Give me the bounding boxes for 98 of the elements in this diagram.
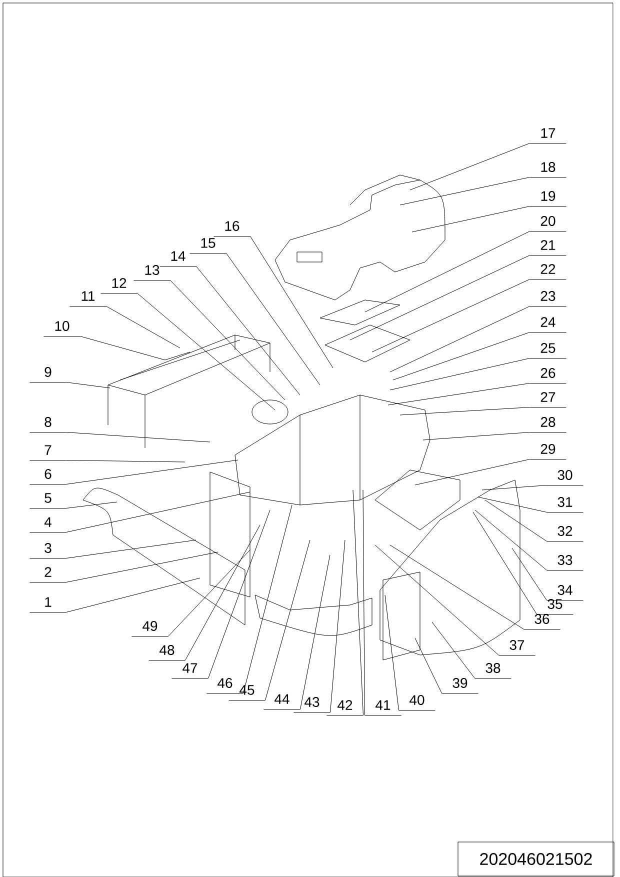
callout-number: 6 [44,469,52,479]
callout-number: 28 [540,417,556,427]
callout-number: 15 [201,238,216,248]
leader-line [30,502,118,508]
callout-number: 25 [540,343,556,353]
leader-line [482,485,584,490]
leader-line [228,540,310,700]
callout-number: 33 [558,555,572,565]
leader-line [30,460,186,462]
leader-line [422,432,566,440]
leader-line [410,143,566,190]
leader-line [474,510,584,570]
leader-line [30,460,238,484]
callout-number: 18 [541,162,556,172]
leader-line [484,500,584,542]
leader-line [30,382,110,388]
callout-number: 42 [338,700,352,710]
leader-line [190,253,320,386]
leader-line [294,540,346,712]
leader-line [372,279,566,352]
callout-number: 14 [171,251,186,261]
leader-line [30,492,250,532]
callout-number: 10 [55,321,70,331]
leader-line [512,548,584,600]
leader-line [374,544,536,656]
callout-number: 19 [541,191,556,201]
callout-number: 7 [44,445,52,455]
callout-number: 3 [44,543,52,553]
leader-line [214,236,334,368]
callout-number: 29 [540,444,556,454]
leader-line [30,552,218,582]
drawing-number: 202046021502 [458,842,614,876]
callout-number: 44 [274,694,290,704]
callout-number: 1 [45,597,52,607]
callout-number: 8 [44,417,52,427]
callout-number: 46 [218,678,232,688]
leader-line [160,266,300,396]
callout-number: 11 [82,291,95,301]
callout-number: 34 [558,585,572,595]
callout-number: 22 [540,264,556,274]
leader-line [388,383,566,406]
leader-line [172,510,270,678]
leader-line [478,496,584,512]
leader-line [134,280,286,400]
leader-line [326,490,364,716]
leader-line [384,594,436,710]
leader-line [30,578,200,612]
leader-line [350,255,566,340]
leader-line [44,336,166,360]
leader-line [472,512,574,614]
callout-number: 24 [540,317,556,327]
leader-line [432,622,512,678]
callout-number: 16 [225,221,240,231]
leader-line [206,504,292,694]
callout-number: 21 [540,240,556,250]
callout-number: 17 [541,128,556,138]
leader-line [414,638,478,694]
callout-number: 9 [44,367,52,377]
leader-line [30,432,210,442]
callout-number: 48 [160,645,174,655]
callout-number: 47 [182,663,198,673]
callout-number: 20 [540,216,556,226]
leader-line [390,306,566,372]
callout-number: 40 [410,695,424,705]
leader-line [364,231,566,312]
callout-number: 45 [240,685,254,695]
leader-line [362,490,402,716]
callout-number: 43 [304,697,320,707]
callout-number: 39 [452,678,468,688]
leader-line [400,407,566,416]
leader-line [390,544,560,630]
leader-line [148,524,260,660]
callout-number: 38 [486,663,500,673]
callout-number: 26 [540,368,556,378]
leader-line [70,306,180,348]
leader-line [30,540,196,558]
leader-line [390,358,566,390]
callout-number: 12 [112,278,126,288]
callout-number: 49 [142,621,158,631]
callout-number: 36 [534,614,550,624]
leader-line [414,459,566,486]
leader-line [392,332,566,380]
callout-number: 23 [540,291,556,301]
callout-number: 31 [558,497,572,507]
leader-line [400,177,566,206]
callout-number: 32 [558,526,572,536]
callout-number: 30 [558,470,572,480]
leader-line [412,206,566,232]
callout-number: 5 [44,493,52,503]
leader-line [100,293,276,410]
callout-number: 41 [376,700,390,710]
callout-number: 2 [44,567,52,577]
leader-line [132,550,250,636]
callout-number: 27 [540,392,556,402]
callout-number: 37 [510,640,524,650]
leader-line [264,554,330,710]
callout-number: 13 [145,265,160,275]
callout-number: 4 [44,517,52,527]
